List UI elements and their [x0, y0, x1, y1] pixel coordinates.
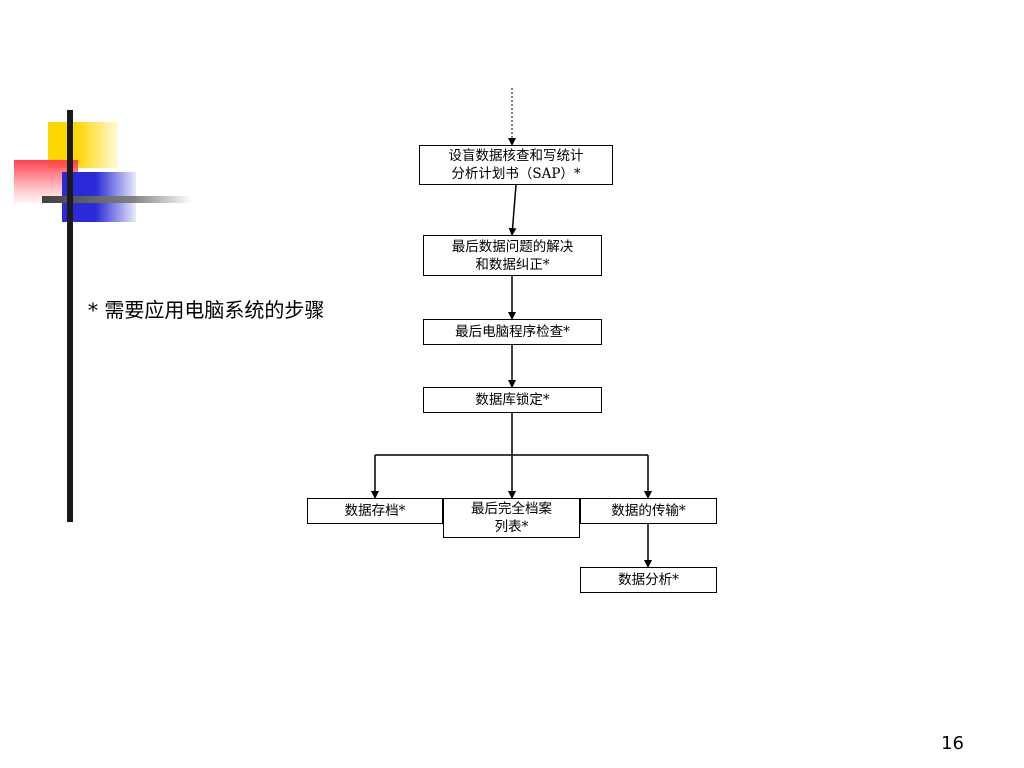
slide-page-number: 16	[941, 733, 964, 754]
node-sap-plan: 设盲数据核查和写统计 分析计划书（SAP）*	[419, 145, 613, 185]
computer-steps-note: * 需要应用电脑系统的步骤	[88, 298, 325, 322]
gray-horizontal-bar-decoration	[42, 196, 192, 203]
connector-sap-to-resolve	[508, 184, 517, 236]
vertical-bar-decoration	[67, 110, 73, 522]
node-final-complete-listing: 最后完全档案 列表*	[443, 498, 580, 538]
node-final-program-check: 最后电脑程序检查*	[423, 319, 602, 345]
node-database-lock: 数据库锁定*	[423, 387, 602, 413]
node-data-archive: 数据存档*	[307, 498, 443, 524]
node-data-analysis: 数据分析*	[580, 567, 717, 593]
node-data-issue-resolution: 最后数据问题的解决 和数据纠正*	[423, 235, 602, 276]
node-data-transfer: 数据的传输*	[580, 498, 717, 524]
